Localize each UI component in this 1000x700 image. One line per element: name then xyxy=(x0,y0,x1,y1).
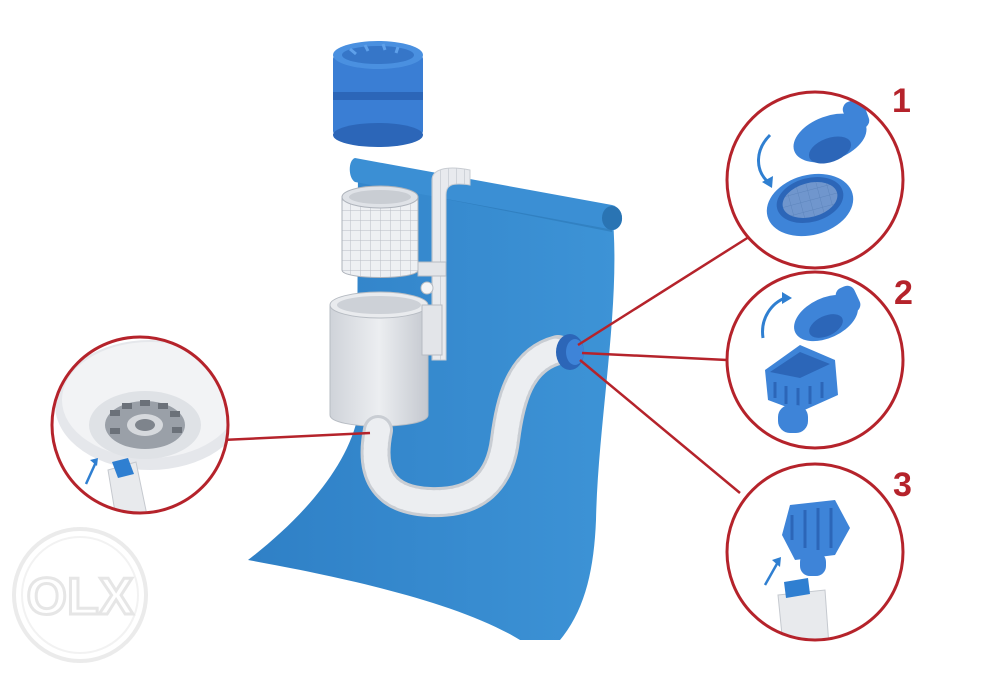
pool-liner xyxy=(248,158,623,640)
wall-fitting xyxy=(556,334,584,370)
detail-circle-step-1 xyxy=(725,90,905,270)
step-number-3: 3 xyxy=(893,466,912,504)
arrow-up-icon xyxy=(763,561,780,586)
filter-basket xyxy=(341,185,419,278)
olx-watermark: OLX xyxy=(12,527,148,663)
arrow-up-icon xyxy=(84,461,98,485)
detail-circle-step-3 xyxy=(725,462,905,642)
connection-hose xyxy=(360,335,573,518)
watermark-text: OLX xyxy=(27,568,134,626)
skimmer-lid xyxy=(333,41,423,147)
detail-circle-step-2 xyxy=(725,270,905,450)
callout-lines xyxy=(221,233,753,494)
rotate-arrow-icon xyxy=(757,133,772,184)
rotate-arrow-icon xyxy=(761,296,786,339)
detail-circle-skimmer-bottom xyxy=(50,335,230,515)
skimmer-body xyxy=(329,261,447,427)
step-number-1: 1 xyxy=(892,82,911,120)
step-number-2: 2 xyxy=(894,274,913,312)
